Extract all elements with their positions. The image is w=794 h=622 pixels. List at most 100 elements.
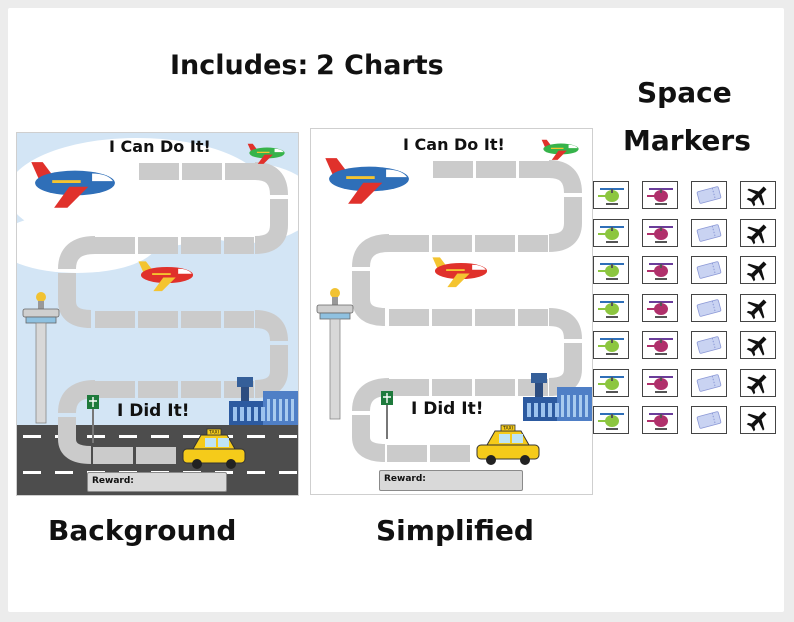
path-space: [432, 309, 472, 326]
ticket-marker: [691, 293, 727, 322]
ticket-icon: [696, 411, 722, 429]
plane-wing: [153, 277, 176, 292]
charts-count-label: 2 Charts: [316, 50, 444, 81]
sign-plane-glyph: [89, 397, 97, 407]
airplane-icon: [746, 299, 767, 319]
terminal-window: [247, 407, 251, 421]
helicopter-green-icon: [598, 188, 624, 205]
path-space: [138, 237, 178, 254]
plane-wing: [257, 154, 273, 164]
game-path: [352, 160, 582, 462]
taxi-body: [476, 444, 540, 460]
helicopter-red-icon: [647, 225, 673, 243]
terminal-window: [240, 407, 244, 421]
path-curve: [58, 300, 92, 328]
terminal-window: [541, 403, 545, 417]
plane-wing: [447, 273, 470, 288]
terminal-tower-top: [237, 377, 253, 387]
blue-airplane: [325, 158, 409, 204]
helicopter-red-marker: [642, 368, 678, 397]
plane-stripe: [446, 269, 465, 271]
helicopter-green-marker: [593, 331, 629, 359]
path-space: [270, 199, 288, 225]
path-curve: [58, 438, 92, 464]
airplane-icon: [746, 261, 767, 282]
plane-stripe: [346, 176, 375, 179]
airplane-marker: [740, 218, 776, 247]
terminal-tower: [241, 387, 249, 403]
control-tower: [316, 288, 354, 420]
helicopter-green-icon: [598, 300, 624, 318]
path-space: [475, 309, 515, 326]
terminal-window: [567, 395, 570, 417]
space-marker-grid: [593, 181, 783, 437]
terminal-window: [261, 407, 265, 421]
ticket-marker: [691, 368, 727, 397]
red-airplane: [138, 261, 194, 292]
helicopter-green-icon: [598, 413, 624, 430]
path-space: [182, 163, 222, 180]
helicopter-red-marker: [642, 256, 678, 284]
path-curve: [254, 370, 288, 398]
plane-window: [274, 148, 284, 153]
path-space: [95, 311, 135, 328]
runway-marking: [151, 435, 169, 438]
tower-windows: [25, 316, 57, 324]
path-space: [389, 309, 429, 326]
helicopter-red-icon: [647, 375, 673, 393]
simplified-caption: Simplified: [376, 514, 534, 547]
path-space: [519, 161, 549, 178]
path-space: [432, 379, 472, 396]
path-curve: [548, 222, 582, 252]
helicopter-red-icon: [647, 338, 673, 355]
ticket-icon: [696, 298, 722, 317]
path-space: [564, 197, 582, 223]
chart-top-label: I Can Do It!: [403, 135, 505, 154]
helicopter-green-marker: [593, 181, 629, 209]
path-curve: [548, 308, 582, 340]
airport-sign: [381, 391, 393, 439]
tower-mast: [332, 297, 338, 305]
background-chart: TAXI I Can Do It! I Did It! Reward:: [16, 132, 299, 496]
game-path: [58, 162, 288, 464]
terminal-window: [548, 403, 552, 417]
plane-window: [386, 169, 407, 178]
taxi-window: [499, 434, 510, 443]
runway-marking: [23, 435, 41, 438]
helicopter-green-icon: [598, 338, 624, 355]
tower-cab: [316, 304, 354, 314]
sign-post: [386, 403, 388, 439]
plane-stripe: [256, 151, 270, 153]
taxi-window: [218, 438, 229, 447]
tower-mast: [38, 301, 44, 309]
helicopter-red-marker: [642, 331, 678, 359]
path-space: [93, 447, 133, 464]
helicopter-green-icon: [598, 375, 624, 393]
chart-bottom-label: I Did It!: [117, 401, 190, 421]
green-airplane: [247, 143, 285, 164]
plane-window: [92, 173, 113, 182]
path-space: [224, 311, 254, 328]
path-space: [95, 381, 135, 398]
tower-light: [36, 292, 46, 302]
runway-marking: [247, 435, 265, 438]
path-space: [58, 273, 76, 301]
sign-post: [92, 407, 94, 443]
helicopter-green-icon: [598, 263, 624, 280]
terminal-window: [233, 407, 237, 421]
path-space: [136, 447, 176, 464]
terminal-window: [573, 395, 576, 417]
taxi-sign-text: TAXI: [502, 426, 513, 432]
tower-cab: [22, 308, 60, 318]
airplane-marker: [740, 406, 776, 434]
path-space: [389, 235, 429, 252]
terminal-window: [579, 395, 582, 417]
green-airplane: [541, 139, 579, 160]
path-space: [433, 161, 473, 178]
taxi-sign-text: TAXI: [208, 430, 219, 436]
helicopter-red-marker: [642, 218, 678, 247]
terminal-window: [254, 407, 258, 421]
chart-bottom-label: I Did It!: [411, 399, 484, 419]
tower-shaft: [35, 322, 47, 424]
